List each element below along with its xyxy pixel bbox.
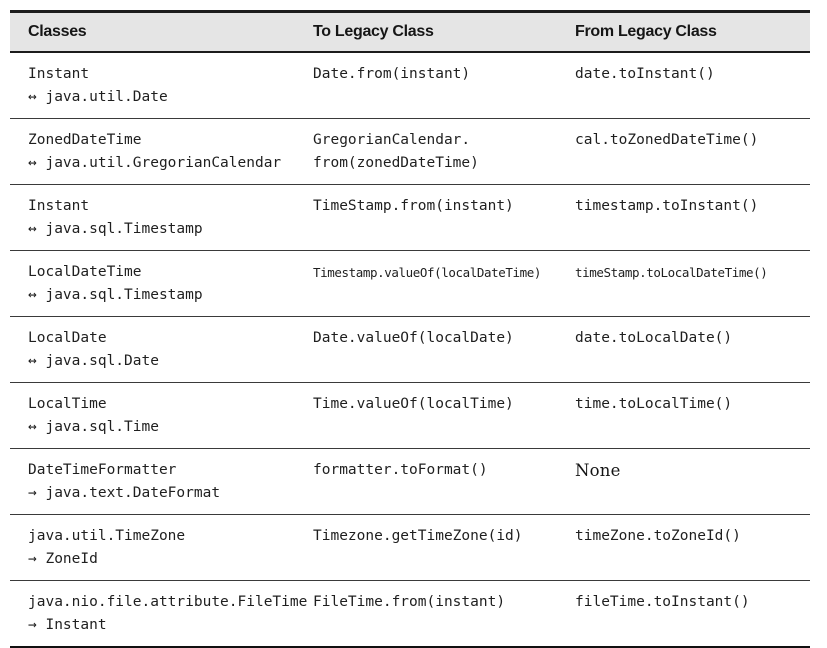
cell-classes: DateTimeFormatter → java.text.DateFormat [28,462,221,501]
cell-from-legacy: timestamp.toInstant() [575,198,759,214]
table-row: Instant ↔ java.sql.Timestamp TimeStamp.f… [10,185,810,251]
table-row: DateTimeFormatter → java.text.DateFormat… [10,449,810,515]
table-row: ZonedDateTime ↔ java.util.GregorianCalen… [10,119,810,185]
cell-to-legacy: FileTime.from(instant) [313,594,506,610]
cell-classes: Instant ↔ java.sql.Timestamp [28,198,203,237]
cell-classes: Instant ↔ java.util.Date [28,66,168,105]
cell-to-legacy: Date.from(instant) [313,66,471,82]
cell-classes: LocalTime ↔ java.sql.Time [28,396,159,435]
table-row: Instant ↔ java.util.Date Date.from(insta… [10,53,810,119]
cell-classes: LocalDateTime ↔ java.sql.Timestamp [28,264,203,303]
table-row: java.nio.file.attribute.FileTime → Insta… [10,581,810,646]
table-row: java.util.TimeZone → ZoneId Timezone.get… [10,515,810,581]
table-row: LocalDateTime ↔ java.sql.Timestamp Times… [10,251,810,317]
table-row: LocalTime ↔ java.sql.Time Time.valueOf(l… [10,383,810,449]
column-header-classes: Classes [28,23,87,40]
cell-from-legacy: time.toLocalTime() [575,396,733,412]
column-header-to-legacy-class: To Legacy Class [313,23,434,40]
cell-classes: ZonedDateTime ↔ java.util.GregorianCalen… [28,132,282,171]
column-header-from-legacy-class: From Legacy Class [575,23,717,40]
cell-classes: java.util.TimeZone → ZoneId [28,528,186,567]
cell-to-legacy: GregorianCalendar. from(zonedDateTime) [313,132,479,171]
table-row: LocalDate ↔ java.sql.Date Date.valueOf(l… [10,317,810,383]
cell-from-legacy: fileTime.toInstant() [575,594,750,610]
cell-to-legacy: Time.valueOf(localTime) [313,396,514,412]
table-header-row: Classes To Legacy Class From Legacy Clas… [10,13,810,53]
cell-from-legacy-none: None [575,461,621,480]
cell-from-legacy: timeZone.toZoneId() [575,528,741,544]
cell-from-legacy: date.toInstant() [575,66,715,82]
cell-from-legacy: timeStamp.toLocalDateTime() [575,265,768,280]
cell-to-legacy: formatter.toFormat() [313,462,488,478]
cell-to-legacy: Timestamp.valueOf(localDateTime) [313,265,542,280]
cell-from-legacy: cal.toZonedDateTime() [575,132,759,148]
cell-to-legacy: Timezone.getTimeZone(id) [313,528,523,544]
cell-from-legacy: date.toLocalDate() [575,330,733,346]
cell-to-legacy: TimeStamp.from(instant) [313,198,514,214]
cell-to-legacy: Date.valueOf(localDate) [313,330,514,346]
legacy-conversion-table: Classes To Legacy Class From Legacy Clas… [10,10,810,648]
cell-classes: LocalDate ↔ java.sql.Date [28,330,159,369]
cell-classes: java.nio.file.attribute.FileTime → Insta… [28,594,308,633]
